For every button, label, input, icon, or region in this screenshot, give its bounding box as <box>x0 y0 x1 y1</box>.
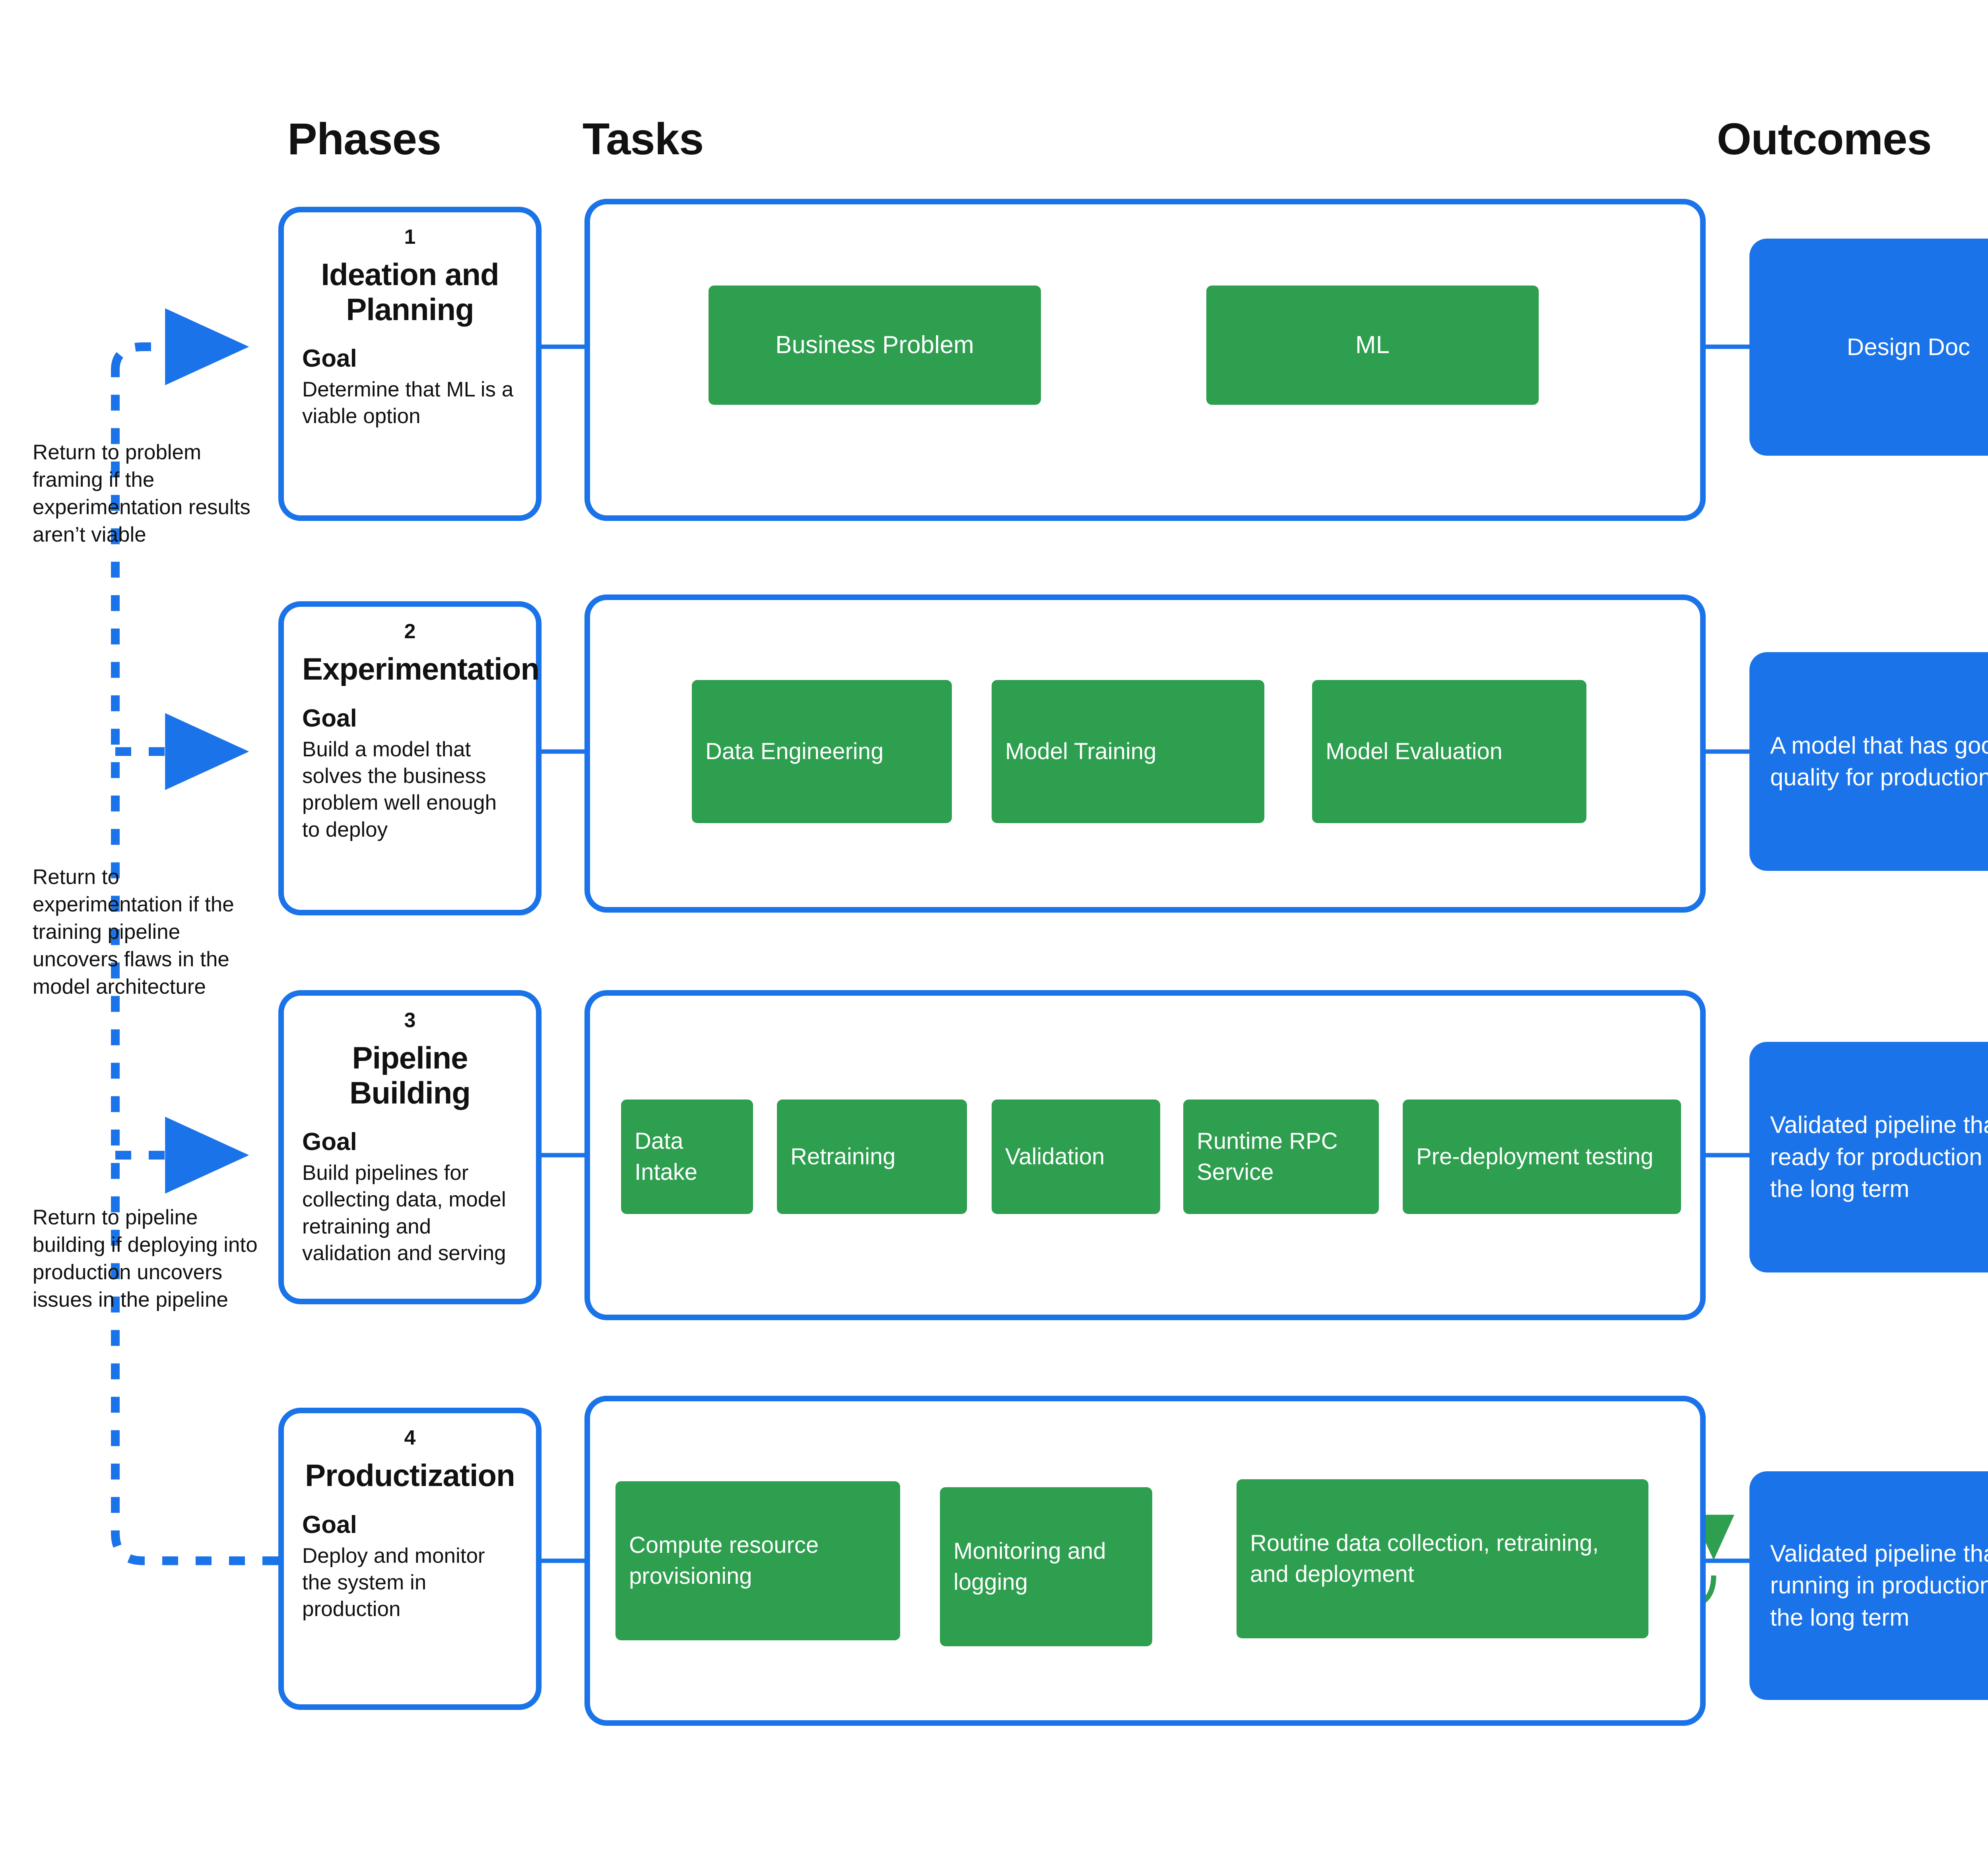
phase-goal-label: Goal <box>302 344 357 372</box>
task-box[interactable]: Business Problem <box>709 286 1041 405</box>
task-box[interactable]: Model Evaluation <box>1312 680 1586 823</box>
column-header-outcomes: Outcomes <box>1717 114 1932 164</box>
task-box[interactable]: Data Engineering <box>692 680 952 823</box>
task-label: Validation <box>1005 1143 1105 1169</box>
task-box[interactable]: ML <box>1206 286 1539 405</box>
feedback-note-problem-framing: Return to problem framing if the experim… <box>33 441 250 546</box>
task-label: ML <box>1355 331 1390 359</box>
outcome-box[interactable]: Validated pipeline that’s ready for prod… <box>1749 1042 1988 1272</box>
feedback-note-pipeline-building: Return to pipeline building if deploying… <box>33 1206 258 1311</box>
phase-card-2[interactable]: 2 Experimentation Goal Build a model tha… <box>278 601 542 915</box>
task-box[interactable]: Pre-deployment testing <box>1403 1100 1681 1214</box>
task-label: Data Engineering <box>705 738 884 764</box>
task-label: Retraining <box>790 1143 896 1169</box>
outcome-label: Validated pipeline that’s running in pro… <box>1770 1540 1988 1631</box>
phase-card-4[interactable]: 4 Productization Goal Deploy and monitor… <box>278 1408 542 1710</box>
task-label: Business Problem <box>775 331 974 359</box>
left-feedback-rail <box>111 370 278 1565</box>
phase-card-1[interactable]: 1 Ideation and Planning Goal Determine t… <box>278 207 542 521</box>
task-box[interactable]: Routine data collection, retraining, and… <box>1237 1479 1648 1638</box>
phase-title: Productization <box>305 1458 515 1493</box>
phase-number: 2 <box>404 620 416 643</box>
phase-number: 4 <box>404 1426 416 1449</box>
task-box[interactable]: Compute resource provisioning <box>615 1481 900 1640</box>
task-label: Routine data collection, retraining, and… <box>1250 1530 1599 1587</box>
outcome-box[interactable]: Validated pipeline that’s running in pro… <box>1749 1471 1988 1700</box>
outcome-label: A model that has good quality for produc… <box>1770 732 1988 791</box>
phase-number: 3 <box>404 1009 416 1032</box>
task-label: Runtime RPC Service <box>1197 1128 1338 1185</box>
task-label: Data Intake <box>635 1128 697 1185</box>
phase-goal-text: Deploy and monitor the system in product… <box>302 1544 485 1621</box>
task-box[interactable]: Data Intake <box>621 1100 753 1214</box>
outcome-label: Validated pipeline that’s ready for prod… <box>1770 1111 1988 1202</box>
column-header-phases: Phases <box>287 114 441 164</box>
task-label: Compute resource provisioning <box>629 1532 819 1589</box>
outcome-box[interactable]: Design Doc <box>1749 239 1988 456</box>
phase-goal-text: Build a model that solves the business p… <box>302 737 497 841</box>
phase-card-3[interactable]: 3 Pipeline Building Goal Build pipelines… <box>278 990 542 1304</box>
task-label: Monitoring and logging <box>953 1538 1106 1595</box>
row-link-lines <box>542 344 1749 1563</box>
phase-title: Experimentation <box>302 651 540 687</box>
phase-goal-text: Build pipelines for collecting data, mod… <box>302 1161 506 1265</box>
phase-goal-label: Goal <box>302 1128 357 1156</box>
phase-goal-label: Goal <box>302 1511 357 1539</box>
left-feedback-branches <box>111 308 249 1194</box>
task-label: Model Evaluation <box>1326 738 1503 764</box>
task-box[interactable]: Monitoring and logging <box>940 1487 1152 1646</box>
task-box[interactable]: Retraining <box>777 1100 967 1214</box>
task-box[interactable]: Model Training <box>992 680 1264 823</box>
feedback-note-experimentation: Return to experimentation if the trainin… <box>33 865 234 998</box>
phase-title: Ideation and Planning <box>321 257 499 327</box>
task-label: Pre-deployment testing <box>1416 1143 1654 1169</box>
outcome-label: Design Doc <box>1846 333 1971 360</box>
phase-goal-text: Determine that ML is a viable option <box>302 378 514 428</box>
task-box[interactable]: Runtime RPC Service <box>1183 1100 1379 1214</box>
column-header-tasks: Tasks <box>582 114 704 164</box>
phase-number: 1 <box>404 225 416 249</box>
task-label: Model Training <box>1005 738 1157 764</box>
outcome-box[interactable]: A model that has good quality for produc… <box>1749 652 1988 871</box>
phase-goal-label: Goal <box>302 704 357 732</box>
task-box[interactable]: Validation <box>992 1100 1160 1214</box>
phase-title: Pipeline Building <box>349 1040 471 1110</box>
